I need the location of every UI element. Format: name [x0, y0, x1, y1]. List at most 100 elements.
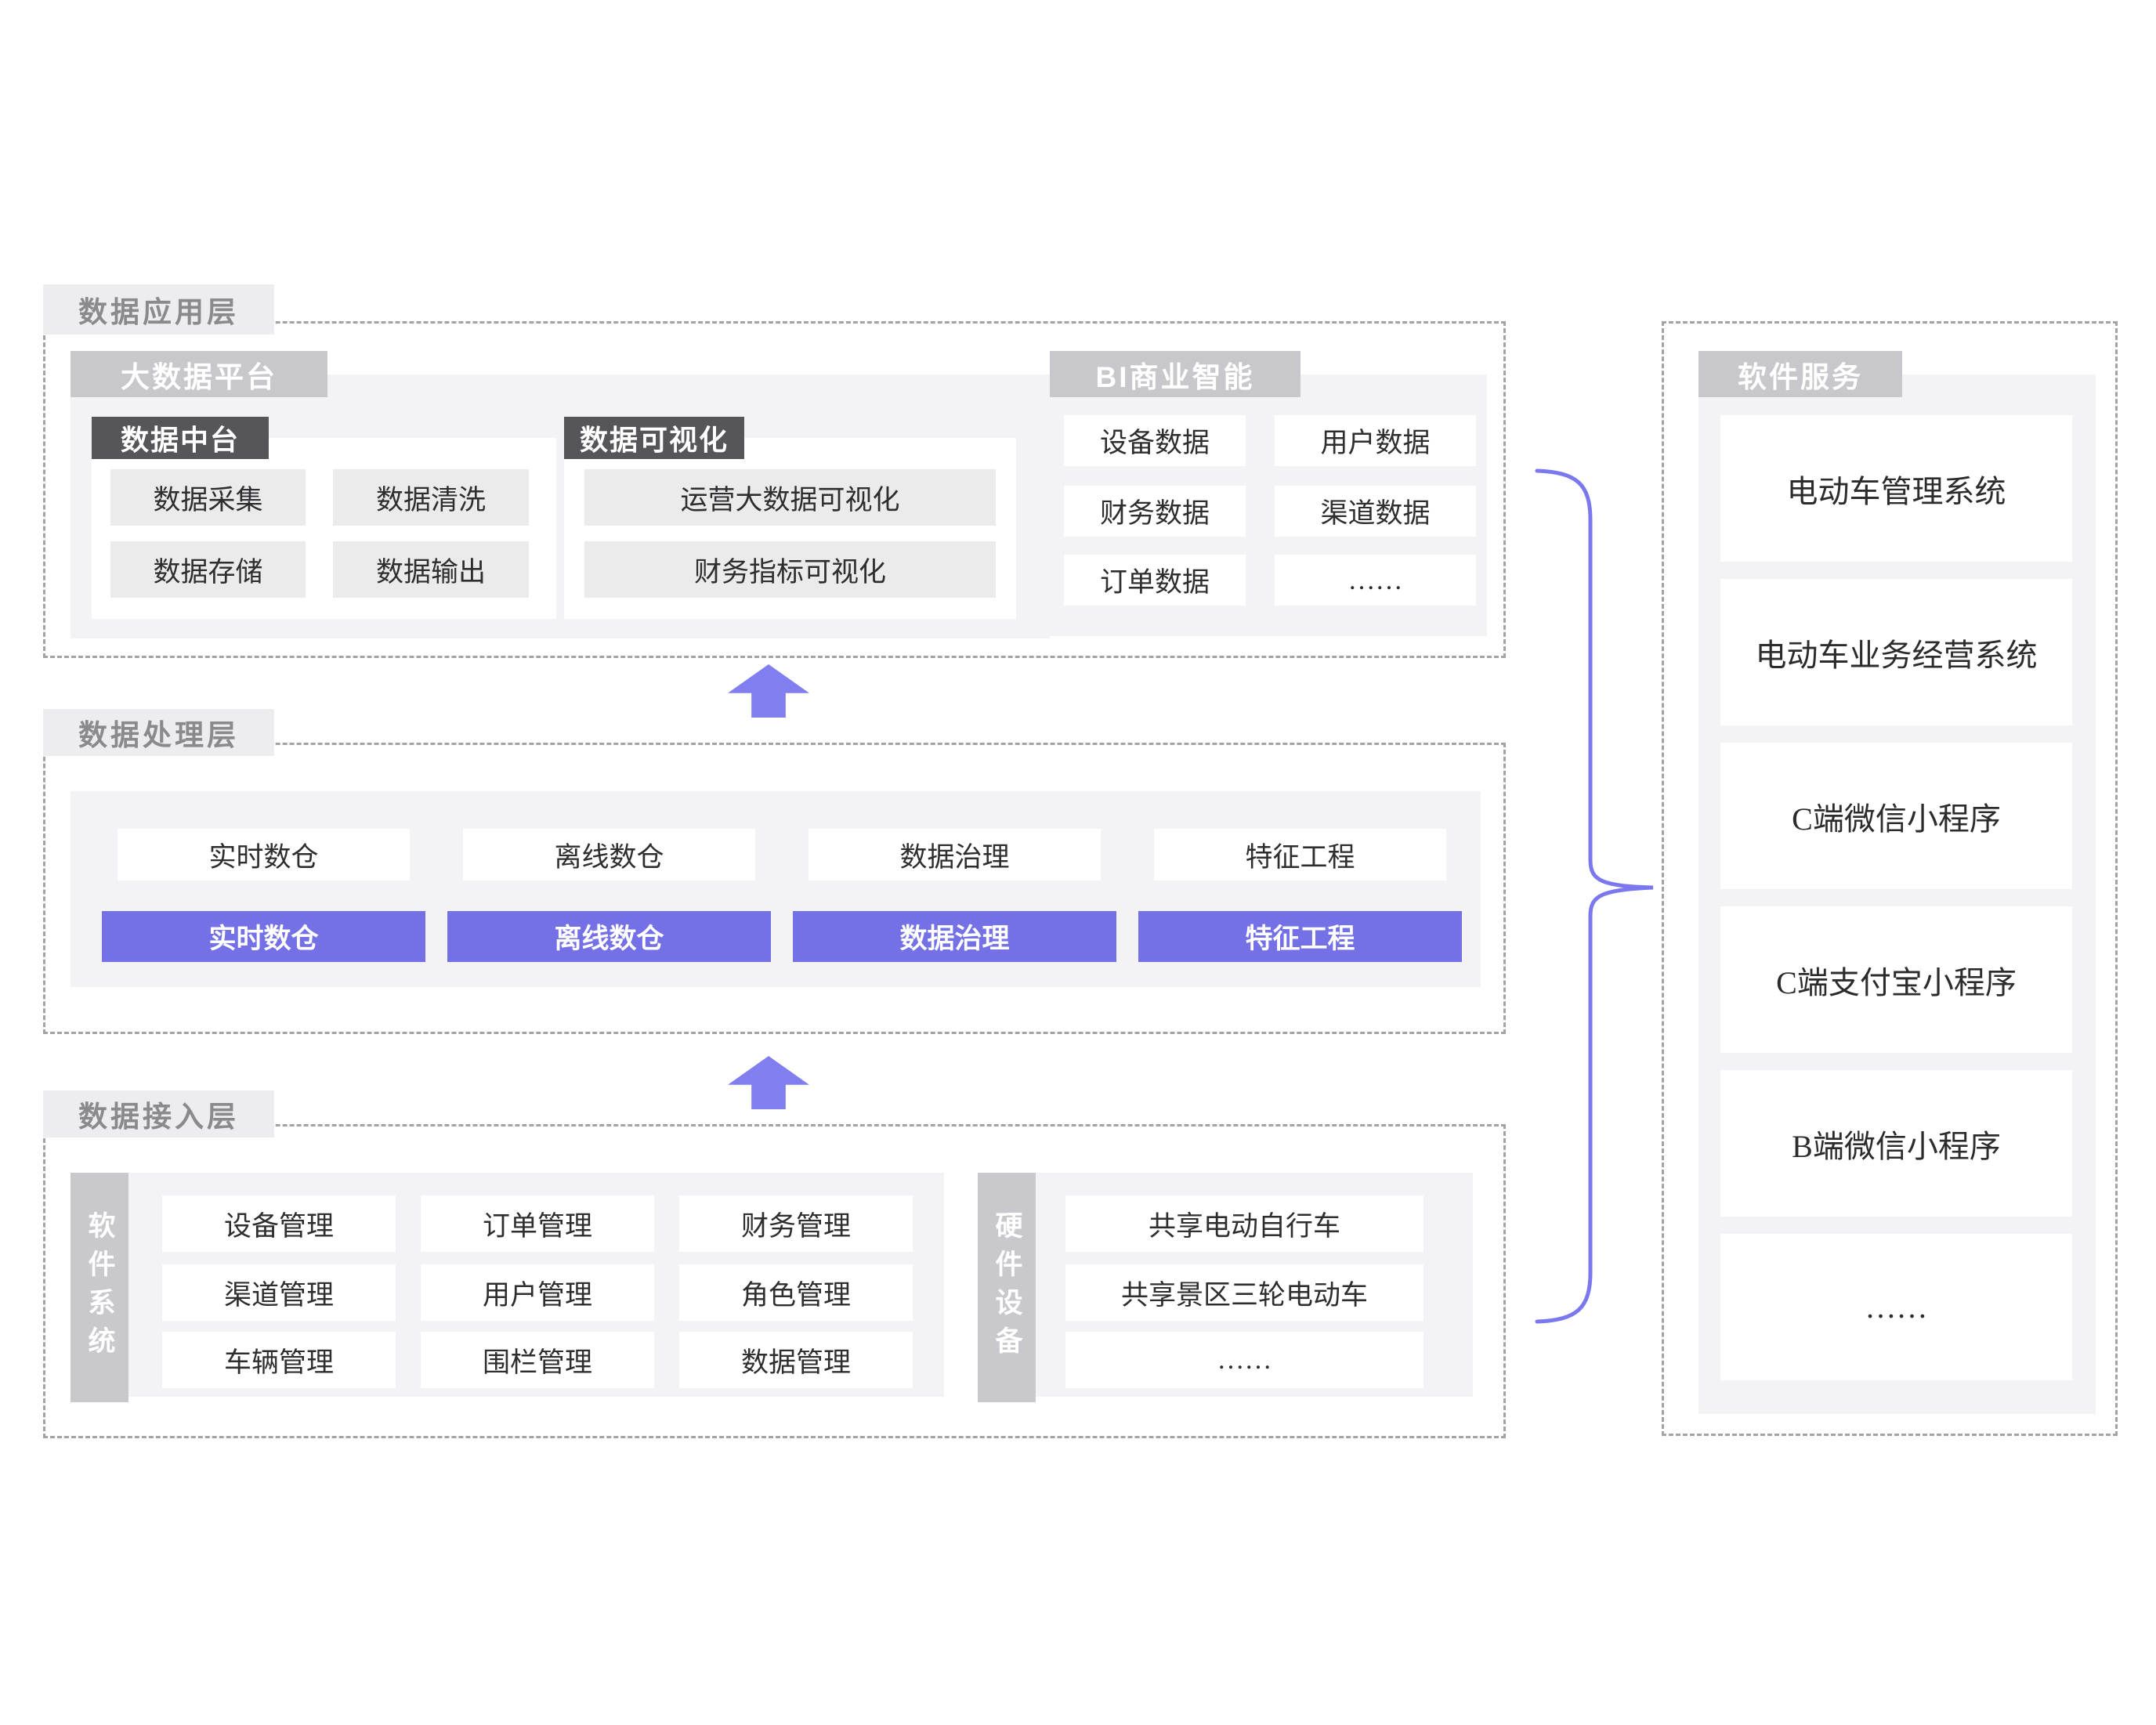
item-text: 共享电动自行车 [1148, 1210, 1340, 1242]
data-middle-item: 数据存储 [110, 541, 306, 598]
processing-item-highlight: 数据治理 [793, 911, 1116, 962]
item-text: 渠道数据 [1320, 498, 1431, 529]
item-text: 订单数据 [1099, 567, 1210, 598]
visualization-item: 财务指标可视化 [584, 541, 996, 598]
software-item: 渠道管理 [162, 1264, 396, 1321]
data-middle-label: 数据中台 [92, 417, 269, 459]
processing-item-highlight: 实时数仓 [102, 911, 425, 962]
item-text: 电动车业务经营系统 [1755, 637, 2038, 673]
visualization-label: 数据可视化 [564, 417, 744, 459]
item-text: 数据清洗 [375, 484, 486, 515]
application-layer-box [43, 321, 1506, 658]
item-text: 数据输出 [375, 556, 486, 588]
item-text: 渠道管理 [223, 1279, 334, 1311]
software-system-tab-text: 软件系统 [84, 1210, 115, 1365]
access-layer-box [43, 1124, 1506, 1438]
bi-item: 设备数据 [1064, 415, 1246, 466]
hardware-item: 共享电动自行车 [1065, 1195, 1423, 1252]
bi-item: 订单数据 [1064, 555, 1246, 606]
data-middle-item: 数据采集 [110, 469, 306, 526]
item-text: 电动车管理系统 [1786, 473, 2006, 509]
item-text: 车辆管理 [223, 1347, 334, 1378]
processing-item: 数据治理 [808, 829, 1101, 881]
item-text: 运营大数据可视化 [680, 484, 900, 515]
bi-item: 财务数据 [1064, 486, 1246, 537]
software-item: 用户管理 [421, 1264, 654, 1321]
software-item: 角色管理 [679, 1264, 913, 1321]
item-text: …… [1865, 1289, 1928, 1325]
services-label: 软件服务 [1698, 351, 1902, 397]
hardware-item: 共享景区三轮电动车 [1065, 1264, 1423, 1321]
item-text: 设备数据 [1099, 428, 1210, 458]
processing-item: 实时数仓 [118, 829, 410, 881]
service-item: C端微信小程序 [1720, 743, 2072, 889]
service-item: B端微信小程序 [1720, 1070, 2072, 1217]
software-system-tab: 软件系统 [71, 1173, 128, 1402]
bi-label: BI商业智能 [1050, 351, 1300, 397]
item-text: 设备管理 [223, 1210, 334, 1242]
item-text: 特征工程 [1245, 841, 1355, 873]
data-middle-label-text: 数据中台 [120, 424, 240, 456]
access-layer-label: 数据接入层 [43, 1090, 274, 1137]
visualization-label-text: 数据可视化 [579, 424, 729, 456]
item-text: 用户数据 [1320, 428, 1431, 458]
bi-item: …… [1275, 555, 1476, 606]
bi-item: 用户数据 [1275, 415, 1476, 466]
application-layer-label: 数据应用层 [43, 284, 274, 335]
bi-label-text: BI商业智能 [1095, 360, 1255, 393]
item-text: 数据治理 [899, 841, 1010, 873]
processing-layer-box [43, 743, 1506, 1034]
item-text: 订单管理 [482, 1210, 592, 1242]
processing-layer-label: 数据处理层 [43, 709, 274, 756]
data-middle-item: 数据清洗 [333, 469, 529, 526]
item-text: 财务数据 [1099, 498, 1210, 529]
access-layer-label-text: 数据接入层 [78, 1101, 239, 1133]
item-text: 实时数仓 [208, 841, 319, 873]
services-box [1662, 321, 2118, 1436]
software-item: 围栏管理 [421, 1332, 654, 1388]
item-text: 数据存储 [153, 556, 263, 588]
processing-item-highlight: 离线数仓 [447, 911, 771, 962]
software-item: 车辆管理 [162, 1332, 396, 1388]
processing-item: 特征工程 [1154, 829, 1446, 881]
item-text: 数据管理 [740, 1347, 851, 1378]
software-item: 数据管理 [679, 1332, 913, 1388]
item-text: 实时数仓 [208, 924, 319, 954]
item-text: 数据治理 [899, 924, 1010, 954]
item-text: 角色管理 [740, 1279, 851, 1311]
item-text: 数据采集 [153, 484, 263, 515]
processing-layer-label-text: 数据处理层 [78, 719, 239, 751]
item-text: B端微信小程序 [1792, 1128, 2001, 1164]
item-text: 财务指标可视化 [693, 556, 886, 588]
visualization-item: 运营大数据可视化 [584, 469, 996, 526]
application-layer-label-text: 数据应用层 [78, 296, 239, 328]
services-label-text: 软件服务 [1738, 360, 1863, 393]
software-item: 订单管理 [421, 1195, 654, 1252]
processing-item: 离线数仓 [463, 829, 755, 881]
service-item: 电动车管理系统 [1720, 415, 2072, 562]
service-item: C端支付宝小程序 [1720, 906, 2072, 1053]
processing-item-highlight: 特征工程 [1138, 911, 1462, 962]
item-text: C端支付宝小程序 [1776, 964, 2017, 1000]
item-text: 围栏管理 [482, 1347, 592, 1378]
bigdata-platform-label-text: 大数据平台 [121, 360, 277, 393]
hardware-device-tab: 硬件设备 [978, 1173, 1036, 1402]
data-middle-item: 数据输出 [333, 541, 529, 598]
bigdata-platform-label: 大数据平台 [71, 351, 327, 397]
service-item: …… [1720, 1234, 2072, 1380]
item-text: 财务管理 [740, 1210, 851, 1242]
bi-item: 渠道数据 [1275, 486, 1476, 537]
software-item: 设备管理 [162, 1195, 396, 1252]
item-text: …… [1217, 1344, 1272, 1375]
item-text: 用户管理 [482, 1279, 592, 1311]
item-text: 离线数仓 [554, 924, 664, 954]
hardware-item: …… [1065, 1332, 1423, 1388]
software-item: 财务管理 [679, 1195, 913, 1252]
hardware-device-tab-text: 硬件设备 [991, 1210, 1022, 1365]
service-item: 电动车业务经营系统 [1720, 579, 2072, 725]
item-text: 离线数仓 [554, 841, 664, 873]
item-text: C端微信小程序 [1792, 801, 2001, 837]
item-text: …… [1348, 564, 1403, 595]
